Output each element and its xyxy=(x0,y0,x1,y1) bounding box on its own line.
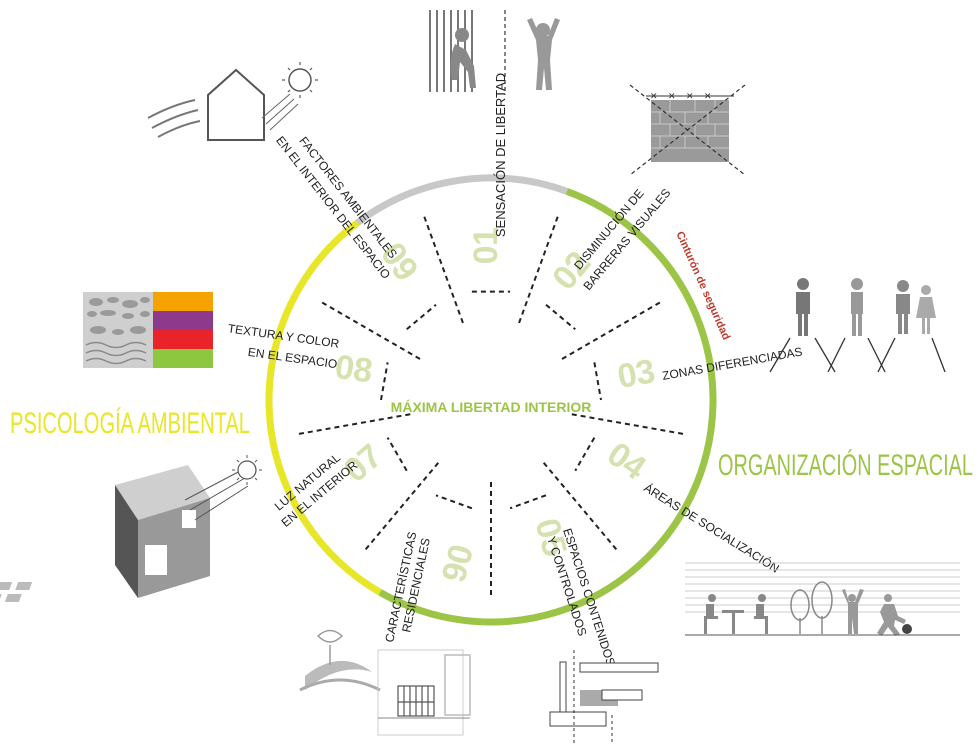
sector-dividers xyxy=(298,216,684,595)
swatch-purple xyxy=(153,311,213,330)
sector-divider xyxy=(569,412,684,435)
right-category-label: ORGANIZACIÓN ESPACIAL xyxy=(718,449,973,482)
sector-inner-edge xyxy=(545,303,576,331)
freedom-figures-icon xyxy=(429,10,560,95)
swatch-green xyxy=(153,349,213,368)
svg-text:✕: ✕ xyxy=(686,91,694,101)
center-label: MÁXIMA LIBERTAD INTERIOR xyxy=(391,399,592,415)
sector-label-01: SENSACIÓN DE LIBERTAD xyxy=(493,73,508,237)
sector-number-08: 08 xyxy=(333,348,375,391)
sector-number-06: 06 xyxy=(434,540,480,585)
sector-divider xyxy=(559,301,661,361)
sector-divider xyxy=(364,460,441,551)
sector-divider xyxy=(541,460,618,551)
svg-text:✕: ✕ xyxy=(704,91,712,101)
svg-text:✕: ✕ xyxy=(650,91,658,101)
outer-ring xyxy=(265,174,717,626)
sector-08: 08 TEXTURA Y COLOR EN EL ESPACIO xyxy=(227,321,374,390)
sector-divider xyxy=(321,301,423,361)
texture-color-swatches-icon xyxy=(83,292,213,368)
swatch-red xyxy=(153,330,213,349)
sector-divider xyxy=(517,216,559,326)
ring-arc xyxy=(265,219,382,596)
house-sun-wind-icon xyxy=(147,62,318,141)
sector-inner-edge xyxy=(574,437,596,472)
sector-label-04: ÁREAS DE SOCIALIZACIÓN xyxy=(641,480,782,576)
sector-inner-edge xyxy=(509,494,547,510)
sector-number-04: 04 xyxy=(600,435,652,488)
sector-divider xyxy=(298,412,413,435)
residential-room-icon xyxy=(299,629,471,736)
sector-inner-edge xyxy=(386,437,408,472)
sector-label-09-line1: FACTORES AMBIENTALES xyxy=(296,134,400,261)
swatch-orange xyxy=(153,292,213,311)
sector-01: 01 SENSACIÓN DE LIBERTAD xyxy=(467,73,508,265)
sector-inner-edge xyxy=(435,494,473,510)
sector-02: 02 DISMINUCIÓN DE BARRERAS VISUALES xyxy=(545,186,673,298)
ring-arc xyxy=(355,174,569,226)
sector-inner-edge xyxy=(380,362,389,401)
sector-inner-edge xyxy=(593,362,602,401)
natural-light-cube-icon xyxy=(0,455,262,602)
sector-inner-edge xyxy=(406,303,437,331)
left-category-label: PSICOLOGÍA AMBIENTAL xyxy=(10,407,250,440)
sector-09: 09 FACTORES AMBIENTALES EN EL INTERIOR D… xyxy=(273,134,425,288)
sector-divider xyxy=(423,216,465,326)
sector-number-03: 03 xyxy=(615,352,658,396)
ring-arc xyxy=(378,188,717,626)
people-zones-icon xyxy=(769,278,946,373)
svg-text:✕: ✕ xyxy=(668,91,676,101)
sector-number-01: 01 xyxy=(467,228,505,265)
socialization-scene-icon xyxy=(685,562,960,636)
sector-06: 06 CARACTERÍSTICAS RESIDENCIALES xyxy=(381,530,479,643)
wall-barrier-icon: ✕ ✕ ✕ ✕ xyxy=(629,84,746,176)
controlled-spaces-icon xyxy=(549,650,659,745)
sector-07: 07 LUZ NATURAL EN EL INTERIOR xyxy=(272,437,389,530)
